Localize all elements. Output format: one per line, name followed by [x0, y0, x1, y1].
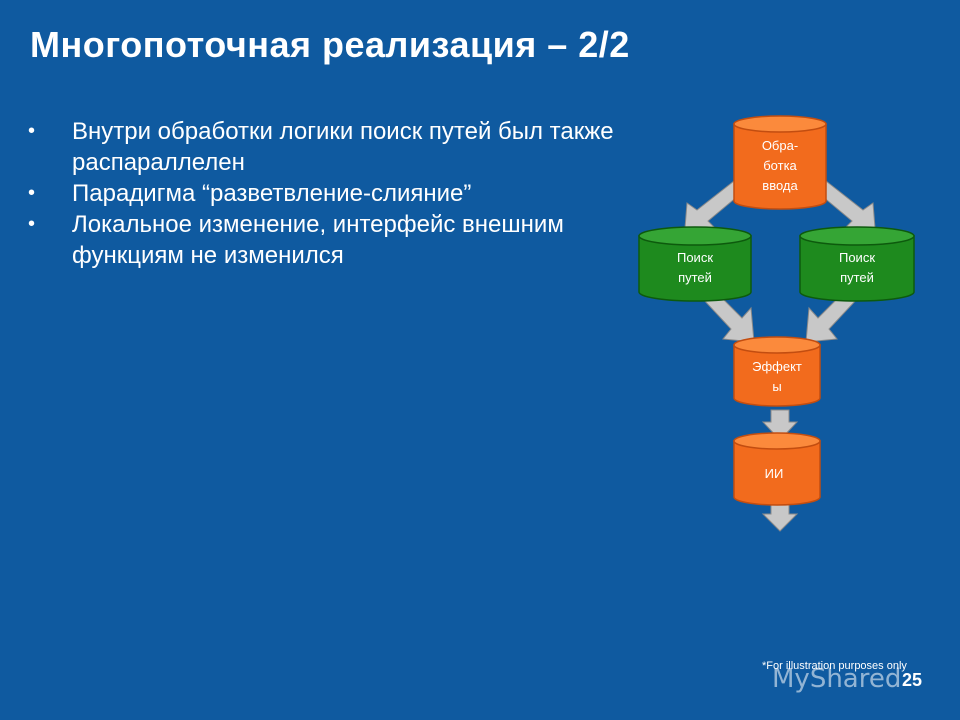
node-effects-line: ы — [772, 379, 781, 394]
node-path-left-line: Поиск — [677, 250, 713, 265]
fork-join-diagram: Обра- ботка ввода Поиск путей Поиск путе… — [638, 115, 915, 532]
node-input-line: ботка — [763, 158, 797, 173]
node-path-right-line: Поиск — [839, 250, 875, 265]
footnote: *For illustration purposes only — [762, 660, 907, 672]
node-path-left: Поиск путей — [638, 226, 752, 302]
slide-number: 25 — [902, 670, 923, 690]
node-input-line: ввода — [762, 178, 798, 193]
node-ai-label: ИИ — [765, 466, 784, 481]
bullet-item: Внутри обработки логики поиск путей был … — [28, 116, 628, 178]
node-ai: ИИ — [733, 432, 821, 506]
bullet-list: Внутри обработки логики поиск путей был … — [28, 116, 628, 271]
node-path-left-line: путей — [678, 270, 712, 285]
arrow-ai-out — [761, 503, 799, 532]
node-path-right: Поиск путей — [799, 226, 915, 302]
node-path-right-line: путей — [840, 270, 874, 285]
watermark: MyShared — [772, 664, 902, 694]
node-input: Обра- ботка ввода — [733, 115, 827, 210]
bullet-item: Локальное изменение, интерфейс внешним ф… — [28, 209, 628, 271]
node-effects: Эффект ы — [733, 336, 821, 407]
node-effects-line: Эффект — [752, 359, 802, 374]
bullet-item: Парадигма “разветвление-слияние” — [28, 178, 628, 209]
node-input-line: Обра- — [762, 138, 798, 153]
slide-title: Многопоточная реализация – 2/2 — [30, 24, 630, 65]
arrow-effects-to-ai — [761, 409, 799, 441]
